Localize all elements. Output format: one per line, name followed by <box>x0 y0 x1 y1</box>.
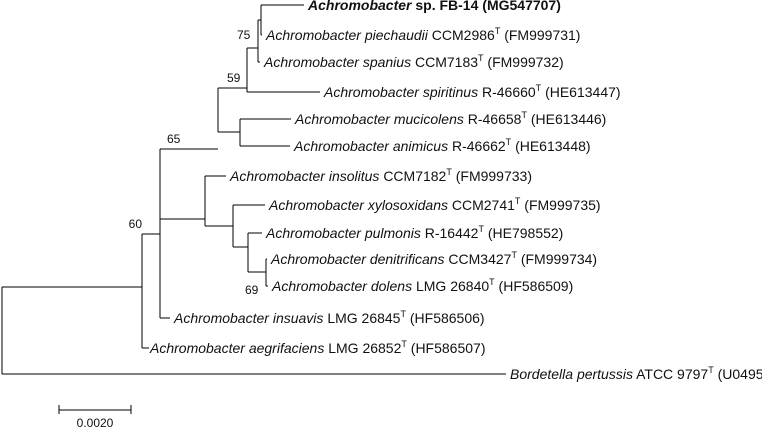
taxon-labels: Achromobacter sp. FB-14 (MG547707) Achro… <box>149 0 762 382</box>
taxon-label-fb14: Achromobacter sp. FB-14 (MG547707) <box>307 0 561 13</box>
taxon-label-piechaudii: Achromobacter piechaudii CCM2986T (FM999… <box>265 26 580 43</box>
scale-bar: 0.0020 <box>58 405 132 430</box>
bootstrap-60: 60 <box>129 217 143 231</box>
bootstrap-59: 59 <box>227 71 241 85</box>
taxon-label-denitrificans: Achromobacter denitrificans CCM3427T (FM… <box>270 250 597 267</box>
taxon-label-animicus: Achromobacter animicus R-46662T (HE61344… <box>293 137 591 154</box>
bootstrap-75: 75 <box>237 28 251 42</box>
tree-branches <box>1 4 506 375</box>
taxon-label-insuavis: Achromobacter insuavis LMG 26845T (HF586… <box>173 309 485 326</box>
taxon-label-mucicolens: Achromobacter mucicolens R-46658T (HE613… <box>294 110 606 127</box>
taxon-label-pulmonis: Achromobacter pulmonis R-16442T (HE79855… <box>265 224 563 241</box>
bootstrap-69: 69 <box>245 283 259 297</box>
taxon-label-xylosoxidans: Achromobacter xylosoxidans CCM2741T (FM9… <box>268 196 601 213</box>
bootstrap-values: 75 59 65 60 69 <box>129 28 259 297</box>
taxon-label-spanius: Achromobacter spanius CCM7183T (FM999732… <box>263 53 564 70</box>
scale-bar-label: 0.0020 <box>77 416 114 430</box>
taxon-label-dolens: Achromobacter dolens LMG 26840T (HF58650… <box>271 277 573 294</box>
taxon-label-spiritinus: Achromobacter spiritinus R-46660T (HE613… <box>323 83 621 100</box>
bootstrap-65: 65 <box>167 132 181 146</box>
taxon-label-aegrifaciens: Achromobacter aegrifaciens LMG 26852T (H… <box>149 339 485 356</box>
taxon-label-insolitus: Achromobacter insolitus CCM7182T (FM9997… <box>229 167 532 184</box>
